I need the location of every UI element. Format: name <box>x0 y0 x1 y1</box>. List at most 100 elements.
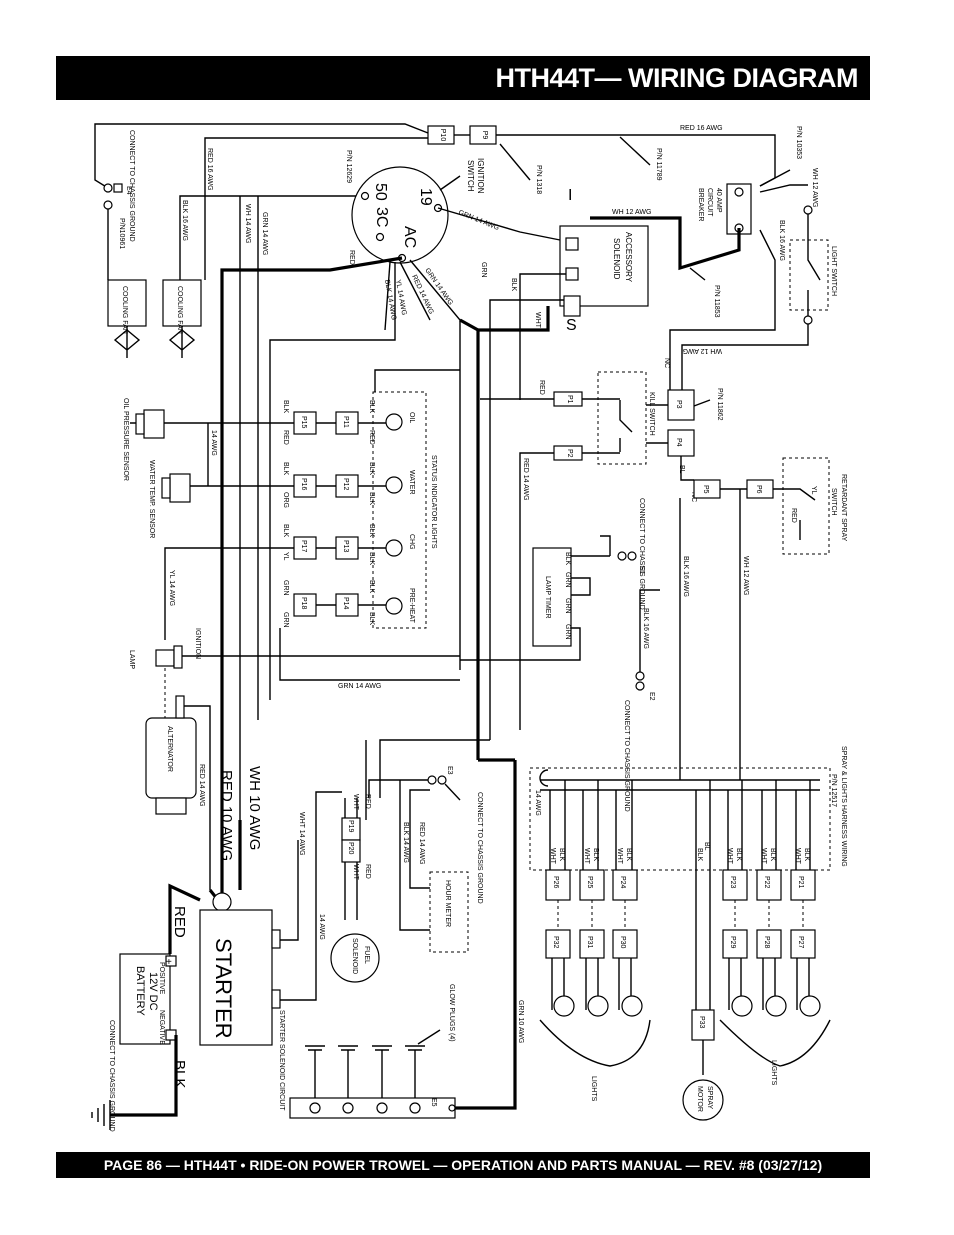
nc-1: NC <box>663 358 670 368</box>
p6-label: P6 <box>755 485 762 494</box>
p24-label: P24 <box>619 876 626 889</box>
p32-label: P32 <box>552 936 559 949</box>
connector-p3 <box>667 389 695 421</box>
terminal-50: 50 <box>372 183 389 201</box>
battery-l2: BATTERY <box>134 966 146 1016</box>
water-temp-sensor: WATER TEMP. SENSOR <box>148 460 191 538</box>
blk-s2: BLK <box>368 462 375 476</box>
p23-label: P23 <box>729 876 736 889</box>
terminal-ac: AC <box>401 226 418 248</box>
oil-sensor-label: OIL PRESSURE SENSOR <box>122 398 129 481</box>
page-footer: PAGE 86 — HTH44T • RIDE-ON POWER TROWEL … <box>56 1152 870 1178</box>
glow-plugs-label: GLOW PLUGS (4) <box>448 984 455 1042</box>
p1-label: P1 <box>566 395 573 404</box>
p5-label: P5 <box>702 485 709 494</box>
terminal-19: 19 <box>417 188 434 206</box>
e1-label: E1 <box>638 566 645 575</box>
blk-s3: BLK <box>368 524 375 538</box>
p19-label: P19 <box>347 820 354 833</box>
pn10961: P/N10961 <box>118 218 125 249</box>
harness-box <box>529 767 831 871</box>
blk-h5: BLK <box>769 848 776 862</box>
kill-switch <box>597 371 647 465</box>
hour-meter <box>429 871 469 953</box>
red-fs2: RED <box>364 864 371 879</box>
light-switch-label: LIGHT SWITCH <box>830 246 837 296</box>
blk16-left: BLK 16 AWG <box>181 200 188 241</box>
starter-terminal <box>212 892 232 912</box>
red-kill: RED <box>538 380 545 395</box>
wht-fs: WHT <box>352 794 359 811</box>
blk-s4c: BLK <box>368 612 375 626</box>
blk-s4: BLK <box>368 580 375 594</box>
org-s2: ORG <box>282 492 289 508</box>
retardant-l2: SWITCH <box>830 488 837 516</box>
status-row-preheat: PRE-HEAT P14 P18 BLK GRN GRN BLK <box>282 580 415 628</box>
page-title: HTH44T— WIRING DIAGRAM <box>495 62 859 93</box>
red14-hm: RED 14 AWG <box>418 822 425 865</box>
blk-s2c: BLK <box>368 492 375 506</box>
acc-sol-l2: SOLENOID <box>612 238 621 280</box>
wht-h4: WHT <box>726 848 733 865</box>
ign-switch-l2: SWITCH <box>466 160 475 192</box>
pn11789: P/N 11789 <box>655 148 662 181</box>
awg14-harness: 14 AWG <box>534 790 541 816</box>
spray-l2: MOTOR <box>696 1086 703 1112</box>
plus-sign: + <box>166 957 172 968</box>
grn-s4: GRN <box>282 580 289 596</box>
status-row-water: WATER P12 P16 BLK BLK ORG BLK <box>190 462 415 508</box>
blk-h: BLK <box>696 848 703 862</box>
p30-label: P30 <box>619 936 626 949</box>
pn10353: P/N 10353 <box>795 126 802 159</box>
red10-label: RED 10 AWG <box>218 770 235 861</box>
blk16-e2: BLK 16 AWG <box>642 608 649 649</box>
p26-label: P26 <box>552 876 559 889</box>
wht-fs2: WHT <box>352 864 359 881</box>
p11-label: P11 <box>342 416 349 428</box>
p13-label: P13 <box>342 540 349 553</box>
p31-label: P31 <box>586 936 593 949</box>
e4-label: E4 <box>125 186 132 195</box>
starter-label: STARTER <box>211 938 236 1039</box>
lights-left: LIGHTS <box>590 1076 597 1102</box>
lt-grn2: GRN <box>564 598 571 614</box>
ignition-lamp: IGNITION LAMP <box>128 628 201 669</box>
term-i: I <box>568 187 572 204</box>
pn1318: P/N 1318 <box>535 165 542 194</box>
wh10-label: WH 10 AWG <box>246 766 263 850</box>
wh12-c: WH 12 AWG <box>683 347 722 354</box>
p9-label: P9 <box>481 131 488 140</box>
wht-h1: WHT <box>549 848 556 865</box>
status-row-oil: OIL P11 P15 BLK RED BLK RED <box>130 400 415 445</box>
wh14-a: WH 14 AWG <box>244 204 251 243</box>
pn11862: P/N 11862 <box>716 388 723 421</box>
harness-connectors: P26 P25 P24 P23 P22 P21 P32 P31 P30 P29 … <box>545 780 821 1017</box>
red-s1: RED <box>368 430 375 445</box>
p29-label: P29 <box>729 936 736 949</box>
chassis-batt: CONNECT TO CHASSIS GROUND <box>108 1020 115 1132</box>
chassis-top-1: CONNECT TO CHASSIS GROUND <box>128 130 135 242</box>
grn10-label: GRN 10 AWG <box>517 1000 524 1043</box>
terminal-3c: 3C <box>373 207 390 227</box>
starter-red: RED <box>171 906 188 938</box>
wh12-b: WH 12 AWG <box>811 168 818 207</box>
red14-alt: RED 14 AWG <box>198 764 205 807</box>
p15-label: P15 <box>300 416 307 429</box>
red-ign: RED <box>348 250 355 265</box>
glow-plugs <box>289 1045 456 1119</box>
alternator-label: ALTERNATOR <box>166 726 173 772</box>
harness-pn: P/N 12517 <box>830 774 837 807</box>
spray-motor <box>682 1079 724 1121</box>
grn14-a: GRN 14 AWG <box>457 209 500 232</box>
chassis-e2: CONNECT TO CHASSIS GROUND <box>623 700 630 812</box>
status-lights-box <box>372 391 427 629</box>
cooling-fan-2 <box>162 279 202 327</box>
p3-label: P3 <box>675 400 682 409</box>
chg-label: CHG <box>408 534 415 550</box>
bl-h: BL <box>703 842 710 851</box>
wht-h3: WHT <box>616 848 623 865</box>
acc-sol-l1: ACCESSORY <box>624 232 633 283</box>
blk-h4: BLK <box>735 848 742 862</box>
status-title: STATUS INDICATOR LIGHTS <box>430 455 437 549</box>
battery-neg: NEGATIVE <box>158 1010 165 1045</box>
